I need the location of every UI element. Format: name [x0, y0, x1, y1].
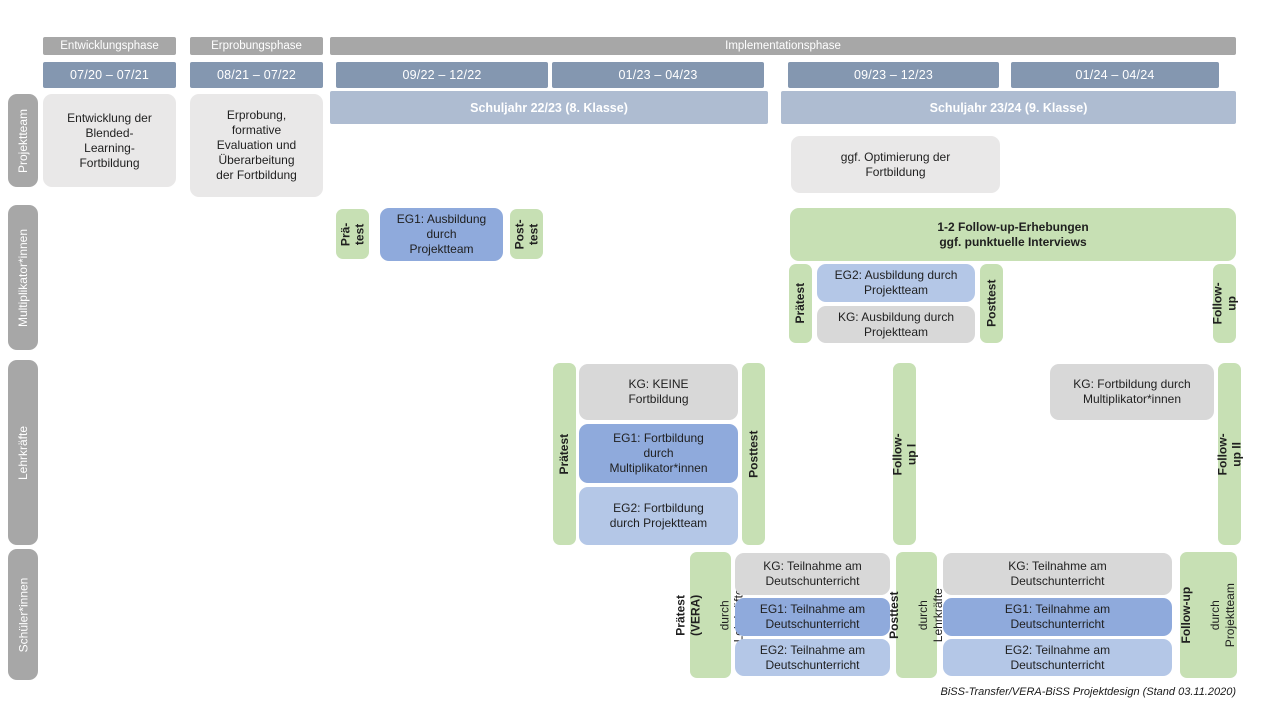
lehrkraefte-posttest-label: Posttest	[746, 430, 761, 478]
date-range-0923-1223: 09/23 – 12/23	[788, 62, 999, 88]
schueler-followup-label: Follow-up	[1179, 586, 1194, 644]
lehrkraefte-praetest-strip: Prätest	[553, 363, 576, 545]
multiplikator-posttest-strip: Post- test	[510, 209, 543, 259]
schueler-followup-sublabel: durch Projektteam	[1208, 582, 1237, 648]
projektteam-erprobung-box: Erprobung, formative Evaluation und Über…	[190, 94, 323, 197]
schueler-kg-box-1: KG: Teilnahme am Deutschunterricht	[735, 553, 890, 595]
schueler-praetest-vera-strip: Prätest (VERA) durch Lehrkräfte	[675, 552, 746, 678]
schueler-kg-box-2: KG: Teilnahme am Deutschunterricht	[943, 553, 1172, 595]
phase-header-erprobung: Erprobungsphase	[190, 37, 323, 55]
schoolyear-2223-bar: Schuljahr 22/23 (8. Klasse)	[330, 91, 768, 124]
projektteam-optimierung-box: ggf. Optimierung der Fortbildung	[791, 136, 1000, 193]
multiplikator-kg-box: KG: Ausbildung durch Projektteam	[817, 306, 975, 343]
schueler-eg2-box-1: EG2: Teilnahme am Deutschunterricht	[735, 639, 890, 676]
row-label-lehrkraefte: Lehrkräfte	[8, 360, 38, 545]
multiplikator-eg1-box: EG1: Ausbildung durch Projektteam	[380, 208, 503, 261]
row-label-schuelerinnen: Schüler*innen	[8, 549, 38, 680]
date-range-0720-0721: 07/20 – 07/21	[43, 62, 176, 88]
multiplikator-posttest2-label: Posttest	[984, 279, 999, 328]
multiplikator-eg2-box: EG2: Ausbildung durch Projektteam	[817, 264, 975, 302]
multiplikator-praetest2-strip: Prätest	[789, 264, 812, 343]
projektteam-entwicklung-box: Entwicklung der Blended- Learning- Fortb…	[43, 94, 176, 187]
phase-header-entwicklung: Entwicklungsphase	[43, 37, 176, 55]
multiplikator-posttest-label: Post- test	[512, 219, 541, 249]
schueler-followup-strip: Follow-up durch Projektteam	[1180, 552, 1237, 678]
lehrkraefte-kg-fortbildung-box: KG: Fortbildung durch Multiplikator*inne…	[1050, 364, 1214, 420]
multiplikator-praetest2-label: Prätest	[793, 283, 808, 324]
multiplikator-praetest-strip: Prä- test	[336, 209, 369, 259]
date-range-0124-0424: 01/24 – 04/24	[1011, 62, 1219, 88]
schueler-praetest-vera-label: Prätest (VERA)	[674, 594, 703, 636]
lehrkraefte-followup1-strip: Follow-up I	[890, 363, 919, 545]
date-range-0123-0423: 01/23 – 04/23	[552, 62, 764, 88]
row-label-projektteam-text: Projektteam	[16, 108, 30, 173]
row-label-multiplikatorinnen: Multiplikator*innen	[8, 205, 38, 350]
row-label-projektteam: Projektteam	[8, 94, 38, 187]
schueler-eg1-box-2: EG1: Teilnahme am Deutschunterricht	[943, 598, 1172, 636]
schueler-posttest-label: Posttest	[887, 591, 902, 639]
schueler-eg2-box-2: EG2: Teilnahme am Deutschunterricht	[943, 639, 1172, 676]
multiplikator-praetest-label: Prä- test	[338, 222, 367, 246]
schueler-posttest-sublabel: durch Lehrkräfte	[916, 587, 945, 643]
phase-header-implementation: Implementationsphase	[330, 37, 1236, 55]
lehrkraefte-followup2-label: Follow-up II	[1215, 433, 1244, 475]
lehrkraefte-eg2-box: EG2: Fortbildung durch Projektteam	[579, 487, 738, 545]
footer-caption: BiSS-Transfer/VERA-BiSS Projektdesign (S…	[940, 686, 1236, 698]
schueler-eg1-box-1: EG1: Teilnahme am Deutschunterricht	[735, 598, 890, 636]
lehrkraefte-praetest-label: Prätest	[557, 433, 572, 475]
lehrkraefte-kg-box: KG: KEINE Fortbildung	[579, 364, 738, 420]
row-label-multiplikatorinnen-text: Multiplikator*innen	[16, 228, 30, 327]
schoolyear-2324-bar: Schuljahr 23/24 (9. Klasse)	[781, 91, 1236, 124]
lehrkraefte-followup1-label: Follow-up I	[890, 433, 919, 475]
lehrkraefte-followup2-strip: Follow-up II	[1215, 363, 1244, 545]
date-range-0922-1222: 09/22 – 12/22	[336, 62, 548, 88]
date-range-0821-0722: 08/21 – 07/22	[190, 62, 323, 88]
multiplikator-followup-strip: Follow-up	[1210, 264, 1239, 343]
schueler-posttest-strip: Posttest durch Lehrkräfte	[888, 552, 945, 678]
lehrkraefte-posttest-strip: Posttest	[742, 363, 765, 545]
multiplikator-followup-label: Follow-up	[1210, 282, 1239, 325]
multiplikator-posttest2-strip: Posttest	[980, 264, 1003, 343]
row-label-lehrkraefte-text: Lehrkräfte	[16, 425, 30, 480]
lehrkraefte-eg1-box: EG1: Fortbildung durch Multiplikator*inn…	[579, 424, 738, 483]
multiplikator-followup-erhebungen-box: 1-2 Follow-up-Erhebungen ggf. punktuelle…	[790, 208, 1236, 261]
row-label-schuelerinnen-text: Schüler*innen	[16, 577, 30, 652]
